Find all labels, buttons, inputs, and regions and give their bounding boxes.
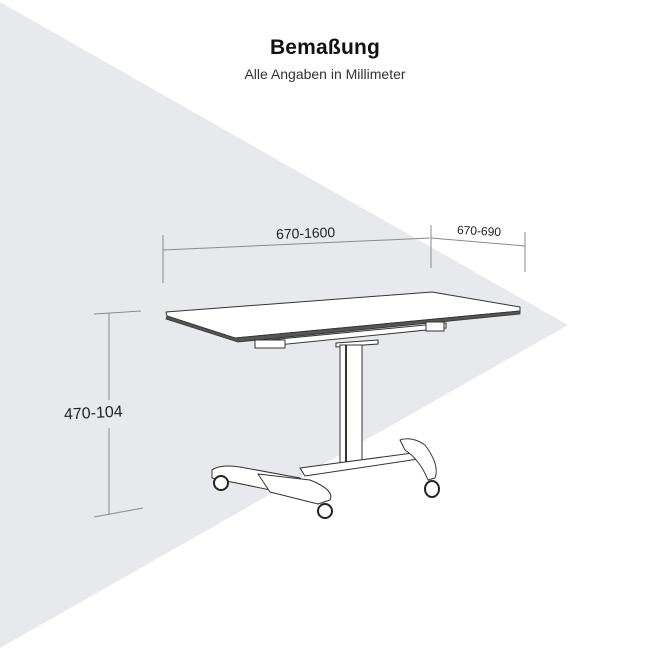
column — [339, 344, 363, 466]
dimension-lines — [93, 225, 526, 518]
page-subtitle: Alle Angaben in Millimeter — [244, 66, 406, 82]
width-dimension-label: 670-1600 — [275, 223, 336, 243]
under-frame — [254, 321, 447, 349]
base — [211, 438, 437, 505]
casters — [213, 475, 440, 519]
table-top — [165, 291, 521, 343]
page-title: Bemaßung — [269, 36, 381, 59]
depth-dimension-label: 670-690 — [456, 222, 502, 240]
height-dimension-label: 470-104 — [63, 401, 124, 427]
